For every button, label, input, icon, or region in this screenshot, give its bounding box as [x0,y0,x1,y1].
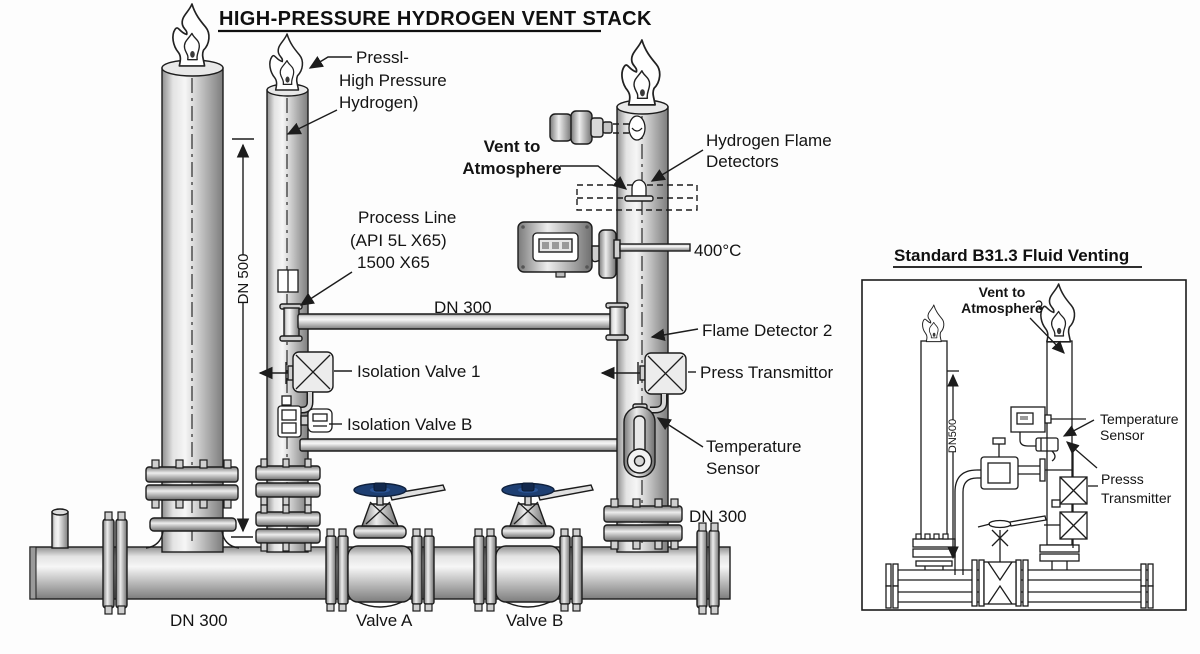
flare-flame-left [172,3,210,67]
hydrogen-flame-detectors-label-2: Detectors [706,152,779,171]
process-line-label-1: Process Line [358,208,456,227]
flame-detector-camera [549,110,646,145]
temperature-sensor-label-2: Sensor [706,459,760,478]
dn500-dimension-label: DN 500 [235,254,252,305]
isolation-valve-1-symbol [258,351,334,393]
inset-gate-valve [971,515,1047,607]
valve-a-label: Valve A [356,611,413,630]
inset-vent-label-2: Atmosphere [961,300,1043,316]
inset-press-transmitter-label-1: Presss [1101,471,1144,487]
left-vent-stack [145,3,240,553]
press-transmitter-label: Press Transmittor [700,363,834,382]
temperature-transmitter-400c [517,221,691,279]
inset-dn-label: DN500 [947,419,959,453]
main-title: HIGH-PRESSURE HYDROGEN VENT STACK [219,8,652,30]
vent-to-atmosphere-label-1: Vent to [484,137,541,156]
isolation-valve-b-symbol [277,392,333,438]
header-stub-nozzle [51,508,69,549]
temperature-sensor-capsule [623,406,656,478]
temp-400c-label: 400°C [694,241,741,260]
flame-detector-2-label: Flame Detector 2 [702,321,832,340]
process-riser-stack [255,33,321,553]
inset-vent-doodle [1035,300,1043,311]
process-line-label-2: (API 5L X65) [350,231,447,250]
detection-zone-band [576,179,698,211]
gate-valve-b [473,482,594,612]
process-line-label-3: 1500 X65 [357,253,430,272]
instrument-pipe-lower [299,438,621,452]
dn500-dimension: DN 500 [231,138,254,538]
inset-vent-label-1: Vent to [979,284,1026,300]
vent-opening-symbol [631,179,647,197]
inset-standard-b313: Standard B31.3 Fluid Venting DN500 [861,246,1187,611]
hydrogen-flame-detectors-label-1: Hydrogen Flame [706,131,832,150]
inset-temperature-sensor-label-2: Sensor [1100,427,1145,443]
inset-left-stack [912,304,956,570]
inset-temperature-sensor-label-1: Temperature [1100,411,1179,427]
vent-to-atmosphere-label-2: Atmosphere [462,159,561,178]
valve-b-label: Valve B [506,611,563,630]
dn300-header-label: DN 300 [170,611,228,630]
flare-tip-callout-3: Hydrogen) [339,93,418,112]
inset-title: Standard B31.3 Fluid Venting [894,246,1129,265]
inset-press-transmitter-label-2: Transmitter [1101,490,1172,506]
flare-flame-riser [269,33,304,91]
isolation-valve-1-label: Isolation Valve 1 [357,362,480,381]
inset-flow-meter-loop [954,437,1073,575]
inset-temp-transmitter [1010,406,1086,462]
temperature-sensor-label-1: Temperature [706,437,801,456]
header-flange-left [102,511,128,615]
dn300-process-label: DN 300 [434,298,492,317]
isolation-valve-b-label: Isolation Valve B [347,415,472,434]
gate-valve-a [325,482,446,612]
dn300-right-label: DN 300 [689,507,747,526]
inset-press-transmitter-valves [1044,452,1088,548]
main-labels: HIGH-PRESSURE HYDROGEN VENT STACK Pressl… [170,8,834,630]
flare-tip-callout-1: Pressl- [356,48,409,67]
inset-dn-dimension: DN500 [947,370,959,560]
flare-flame-right [621,39,661,106]
flare-tip-callout-2: High Pressure [339,71,447,90]
header-flange-right [696,522,720,615]
valve-lever-handle [389,484,446,501]
